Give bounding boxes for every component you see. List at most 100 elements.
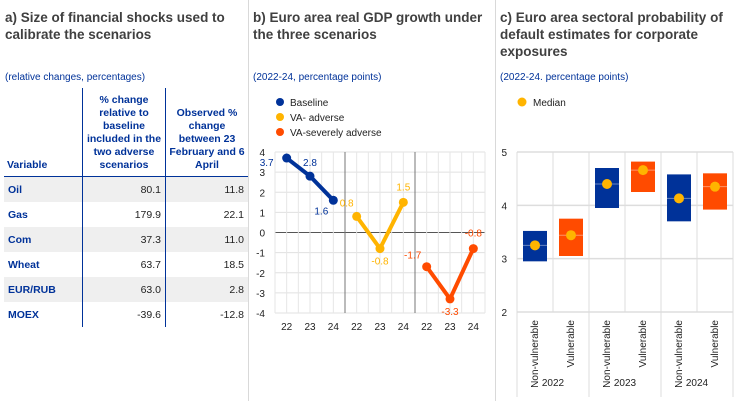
- group-label: 2024: [686, 378, 709, 389]
- y-tick-label: -1: [256, 249, 265, 260]
- median-marker: [602, 179, 612, 189]
- x-tick-label: Non-vulnerable: [674, 320, 685, 388]
- data-point: [398, 197, 408, 207]
- variable-cell: Wheat: [8, 258, 40, 271]
- x-tick-label: 24: [398, 322, 410, 333]
- y-tick-label: 0: [259, 229, 265, 240]
- data-label: 1.6: [314, 206, 328, 217]
- col-header: % change relative to baseline included i…: [82, 88, 166, 177]
- divider: [495, 0, 496, 401]
- legend-marker: [276, 128, 284, 136]
- x-tick-label: 23: [374, 322, 386, 333]
- legend-marker: [276, 98, 284, 106]
- y-tick-label: 3: [259, 168, 265, 179]
- legend-label: Median: [533, 98, 566, 109]
- data-point: [422, 262, 432, 272]
- value-cell: -12.8: [165, 302, 248, 327]
- variable-cell: MOEX: [8, 308, 39, 321]
- x-tick-label: 24: [468, 322, 480, 333]
- y-tick-label: -4: [256, 309, 265, 320]
- value-cell: 80.1: [82, 176, 166, 202]
- legend-label: VA- adverse: [290, 113, 345, 124]
- variable-cell: Gas: [8, 208, 28, 221]
- data-label: -0.8: [371, 257, 389, 268]
- y-tick-label: -2: [256, 269, 265, 280]
- data-label: 2.8: [303, 158, 317, 169]
- median-marker: [674, 193, 684, 204]
- data-label: 1.5: [396, 182, 410, 193]
- x-tick-label: Non-vulnerable: [602, 320, 613, 388]
- y-tick-label: -3: [256, 289, 265, 300]
- data-point: [352, 211, 362, 221]
- x-tick-label: 22: [281, 322, 293, 333]
- y-tick-label: 1: [259, 208, 265, 219]
- legend-label: Baseline: [290, 98, 329, 109]
- panel-a-title: a) Size of financial shocks used to cali…: [5, 10, 225, 42]
- x-tick-label: 23: [444, 322, 456, 333]
- shocks-table: Variable % change relative to baseline i…: [4, 88, 248, 327]
- data-label: -3.3: [441, 307, 459, 318]
- median-marker: [638, 165, 648, 176]
- data-point: [305, 171, 315, 181]
- value-cell: 11.0: [165, 227, 248, 252]
- x-tick-label: 24: [328, 322, 340, 333]
- panel-a-subtitle: (relative changes, percentages): [5, 72, 146, 83]
- value-cell: 11.8: [165, 176, 248, 202]
- data-point: [375, 244, 385, 254]
- data-label: -0.8: [465, 229, 483, 240]
- y-tick-label: 4: [259, 148, 265, 159]
- table-row: MOEX -39.6-12.8: [4, 302, 248, 327]
- x-tick-label: Vulnerable: [566, 320, 577, 368]
- group-label: 2022: [542, 378, 565, 389]
- panel-b-title: b) Euro area real GDP growth under the t…: [253, 10, 483, 42]
- x-tick-label: 22: [421, 322, 433, 333]
- data-point: [282, 153, 292, 163]
- y-tick-label: 3: [501, 255, 507, 266]
- x-tick-label: 23: [304, 322, 316, 333]
- data-label: -1.7: [404, 251, 422, 262]
- panel-c-title: c) Euro area sectoral probability of def…: [500, 10, 723, 59]
- variable-cell: Oil: [4, 176, 83, 202]
- y-tick-label: 2: [501, 308, 507, 319]
- value-cell: 63.7: [82, 252, 166, 277]
- group-label: 2023: [614, 378, 637, 389]
- median-marker: [530, 240, 540, 251]
- variable-cell: Com: [4, 227, 83, 252]
- median-marker: [710, 181, 720, 192]
- legend-marker: [276, 113, 284, 121]
- variable-cell: EUR/RUB: [4, 277, 83, 302]
- col-header: Variable: [4, 88, 83, 177]
- legend-marker: [517, 97, 527, 107]
- median-marker: [566, 230, 576, 241]
- x-tick-label: Vulnerable: [638, 320, 649, 368]
- x-tick-label: Non-vulnerable: [530, 320, 541, 388]
- value-cell: 18.5: [165, 252, 248, 277]
- value-cell: 2.8: [165, 277, 248, 302]
- y-tick-label: 2: [259, 188, 265, 199]
- value-cell: 22.1: [165, 202, 248, 227]
- panel-b-subtitle: (2022-24, percentage points): [253, 72, 382, 83]
- divider: [248, 0, 249, 401]
- legend-label: VA-severely adverse: [290, 128, 382, 139]
- value-cell: -39.6: [82, 302, 166, 327]
- col-header: Observed % change between 23 February an…: [165, 88, 248, 177]
- data-point: [468, 244, 478, 254]
- data-label: 0.8: [340, 198, 354, 209]
- data-point: [328, 195, 338, 205]
- x-tick-label: Vulnerable: [710, 320, 721, 368]
- y-tick-label: 5: [501, 148, 507, 159]
- y-tick-label: 4: [501, 201, 507, 212]
- value-cell: 37.3: [82, 227, 166, 252]
- value-cell: 63.0: [82, 277, 166, 302]
- data-point: [445, 294, 455, 304]
- data-label: 3.7: [260, 158, 274, 169]
- x-tick-label: 22: [351, 322, 363, 333]
- value-cell: 179.9: [82, 202, 166, 227]
